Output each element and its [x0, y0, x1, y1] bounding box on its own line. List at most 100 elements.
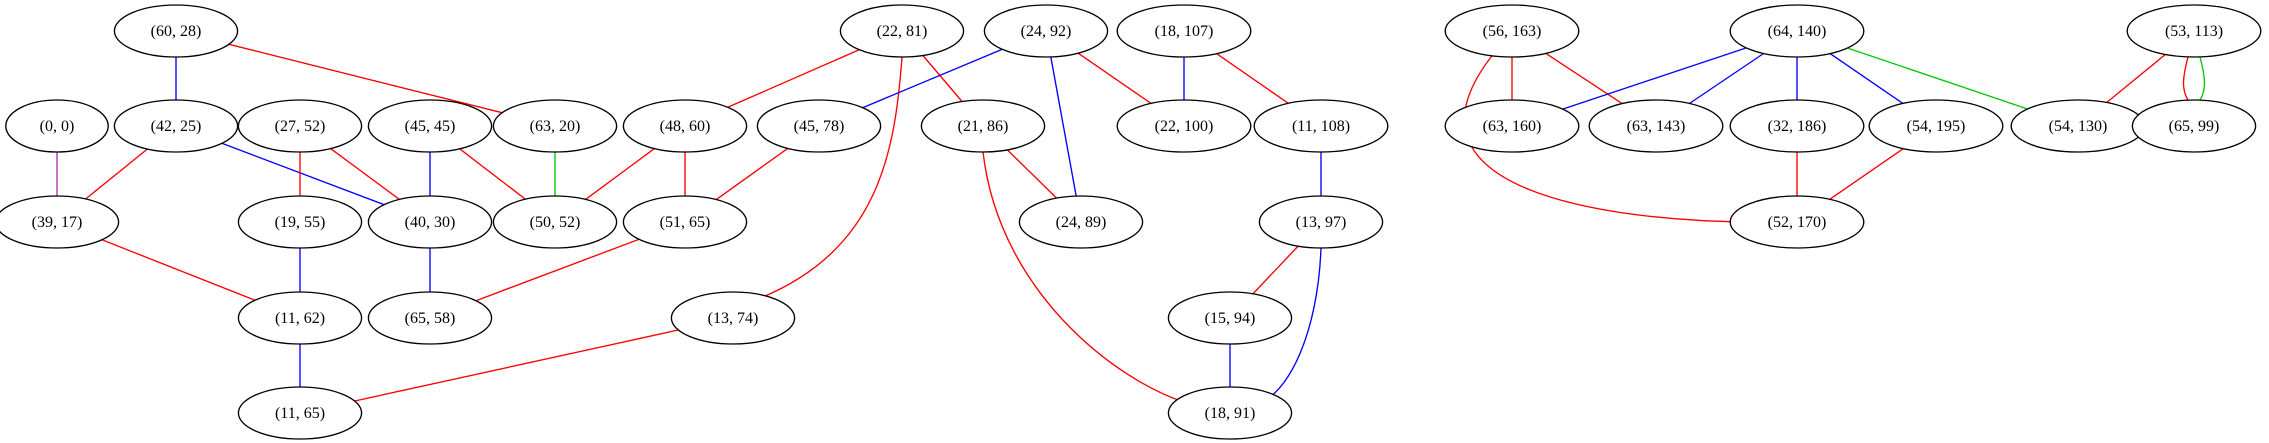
graph-node-n39_17: (39, 17)	[0, 195, 120, 249]
node-ellipse	[1729, 99, 1865, 153]
node-ellipse	[367, 99, 493, 153]
graph-node-n54_195: (54, 195)	[1868, 99, 2004, 153]
graph-node-n51_65: (51, 65)	[622, 195, 748, 249]
edge-n22_81-n21_86-red	[922, 55, 963, 102]
node-label: (39, 17)	[32, 214, 83, 231]
node-label: (53, 113)	[2165, 23, 2223, 40]
edge-n24_92-n45_78-blue	[862, 48, 1003, 109]
node-ellipse	[492, 99, 618, 153]
edge-n42_25-n40_30-blue	[221, 142, 385, 206]
node-label: (13, 97)	[1296, 214, 1347, 231]
graph-node-n45_45: (45, 45)	[367, 99, 493, 153]
node-label: (24, 92)	[1021, 23, 1072, 40]
graph-node-n50_52: (50, 52)	[492, 195, 618, 249]
graph-node-n40_30: (40, 30)	[367, 195, 493, 249]
node-ellipse	[492, 195, 618, 249]
edge-n53_113-n54_130-red	[2106, 53, 2166, 104]
node-ellipse	[237, 99, 363, 153]
graph-node-n15_94: (15, 94)	[1167, 291, 1293, 345]
graph-node-n48_60: (48, 60)	[622, 99, 748, 153]
node-label: (50, 52)	[530, 214, 581, 231]
graph-node-n63_143: (63, 143)	[1588, 99, 1724, 153]
node-ellipse	[1444, 4, 1580, 58]
node-ellipse	[1729, 195, 1865, 249]
node-ellipse	[2126, 4, 2262, 58]
node-label: (48, 60)	[660, 118, 711, 135]
node-ellipse	[983, 4, 1109, 58]
node-ellipse	[2131, 99, 2257, 153]
node-label: (56, 163)	[1483, 23, 1542, 40]
node-ellipse	[5, 99, 109, 153]
graph-node-n56_163: (56, 163)	[1444, 4, 1580, 58]
edge-n64_140-n63_160-blue	[1562, 47, 1747, 110]
edge-n39_17-n11_62-red	[101, 239, 256, 301]
graph-node-n27_52: (27, 52)	[237, 99, 363, 153]
node-label: (54, 195)	[1907, 118, 1966, 135]
node-ellipse	[113, 4, 239, 58]
node-label: (45, 45)	[405, 118, 456, 135]
node-ellipse	[113, 99, 239, 153]
node-label: (19, 55)	[275, 214, 326, 231]
node-label: (11, 62)	[275, 310, 325, 327]
graph-node-n22_100: (22, 100)	[1116, 99, 1252, 153]
edge-n53_113-n65_99-red	[2182, 56, 2189, 101]
node-label: (45, 78)	[794, 118, 845, 135]
graph-node-n18_91: (18, 91)	[1167, 386, 1293, 440]
edge-n64_140-n54_130-green	[1847, 47, 2028, 110]
graph-node-n65_58: (65, 58)	[367, 291, 493, 345]
node-label: (18, 107)	[1155, 23, 1214, 40]
node-label: (63, 20)	[530, 118, 581, 135]
node-ellipse	[1588, 99, 1724, 153]
edge-n45_45-n50_52-red	[459, 148, 526, 200]
nodes-layer: (60, 28)(22, 81)(24, 92)(18, 107)(56, 16…	[0, 4, 2262, 440]
node-ellipse	[237, 195, 363, 249]
node-ellipse	[1729, 4, 1865, 58]
graph-node-n19_55: (19, 55)	[237, 195, 363, 249]
node-label: (52, 170)	[1768, 214, 1827, 231]
graph-node-n63_20: (63, 20)	[492, 99, 618, 153]
node-label: (27, 52)	[275, 118, 326, 135]
edges-layer	[56, 43, 2206, 406]
edge-n45_78-n51_65-red	[715, 147, 789, 201]
edge-n21_86-n18_91-red	[982, 151, 1196, 406]
graph-node-n24_89: (24, 89)	[1018, 195, 1144, 249]
node-label: (32, 186)	[1768, 118, 1827, 135]
graph-node-n52_170: (52, 170)	[1729, 195, 1865, 249]
node-ellipse	[0, 195, 120, 249]
node-label: (11, 108)	[1292, 118, 1350, 135]
node-ellipse	[622, 99, 748, 153]
graph-node-n11_65: (11, 65)	[237, 386, 363, 440]
node-ellipse	[1116, 4, 1252, 58]
edge-n13_74-n11_65-red	[354, 329, 679, 402]
node-label: (65, 99)	[2169, 118, 2220, 135]
node-label: (22, 100)	[1155, 118, 1214, 135]
edge-n48_60-n50_52-red	[585, 148, 655, 200]
edge-n64_140-n63_143-blue	[1689, 52, 1764, 105]
graph-node-n13_74: (13, 74)	[670, 291, 796, 345]
node-label: (24, 89)	[1056, 214, 1107, 231]
graph-node-n13_97: (13, 97)	[1258, 195, 1384, 249]
edge-n42_25-n39_17-red	[85, 148, 148, 200]
node-ellipse	[1444, 99, 1580, 153]
graph-node-n65_99: (65, 99)	[2131, 99, 2257, 153]
node-ellipse	[1258, 195, 1384, 249]
node-label: (40, 30)	[405, 214, 456, 231]
edge-n24_92-n24_89-blue	[1050, 56, 1077, 197]
edge-n54_195-n52_170-red	[1829, 148, 1904, 200]
node-ellipse	[1868, 99, 2004, 153]
node-label: (63, 143)	[1627, 118, 1686, 135]
node-ellipse	[237, 386, 363, 440]
node-ellipse	[920, 99, 1046, 153]
graph-node-n0_0: (0, 0)	[5, 99, 109, 153]
node-ellipse	[670, 291, 796, 345]
graph-node-n42_25: (42, 25)	[113, 99, 239, 153]
graph-node-n11_108: (11, 108)	[1253, 99, 1389, 153]
node-ellipse	[237, 291, 363, 345]
node-ellipse	[839, 4, 965, 58]
edge-n64_140-n54_195-blue	[1829, 53, 1904, 104]
node-ellipse	[1167, 386, 1293, 440]
node-label: (11, 65)	[275, 405, 325, 422]
node-label: (13, 74)	[708, 310, 759, 327]
node-label: (65, 58)	[405, 310, 456, 327]
